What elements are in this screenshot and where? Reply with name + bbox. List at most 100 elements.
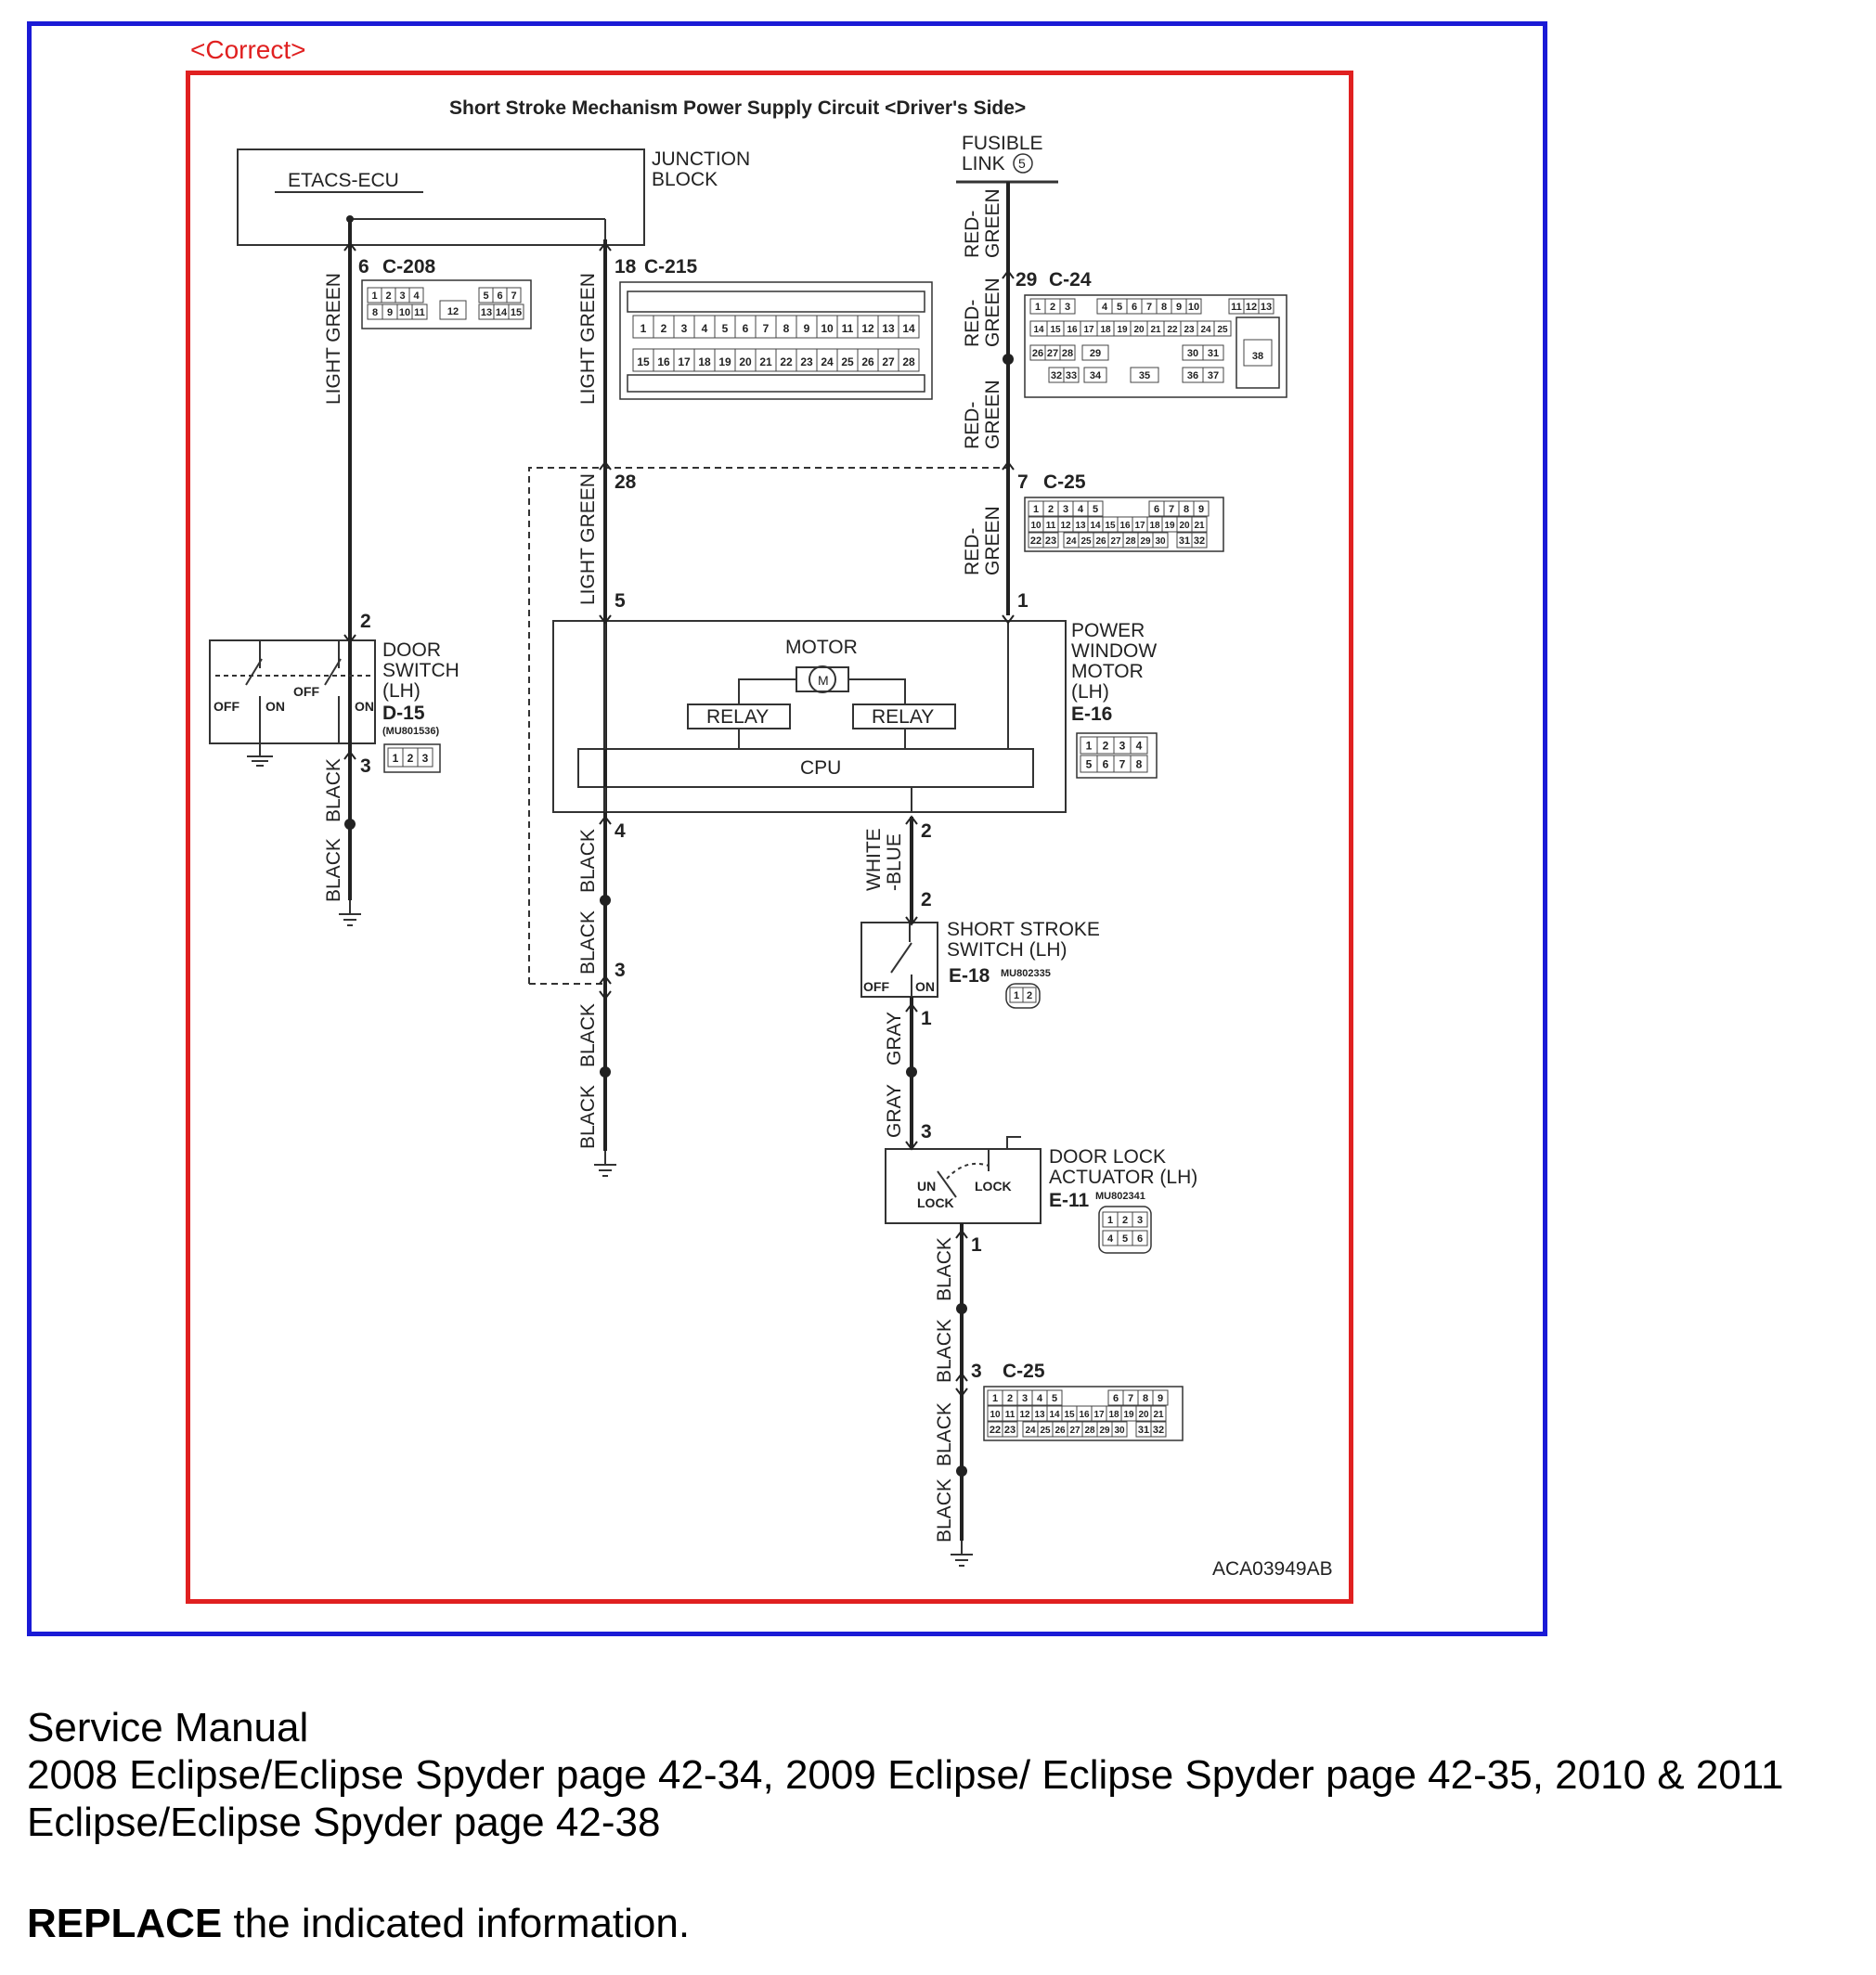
c25-bottom-pin-number: 2: [1007, 1393, 1013, 1404]
e16-pin-number: 7: [1119, 758, 1126, 771]
c25-bottom-pin-number: 24: [1025, 1426, 1036, 1436]
c24-pin-number: 16: [1067, 325, 1078, 335]
c25-bottom-pin-number: 4: [1037, 1393, 1043, 1404]
c25-bottom-cell: [1150, 1405, 1167, 1422]
c25-bottom-pin-number: 31: [1138, 1425, 1149, 1436]
correct-red-frame: [186, 71, 1353, 1604]
connector-c25-top-face: [1024, 497, 1224, 552]
c208-cell: [508, 303, 524, 320]
c25-bottom-pin-number: 17: [1093, 1410, 1105, 1420]
c25-bottom-pin-number: 20: [1138, 1410, 1149, 1420]
c208-cell: [439, 300, 467, 320]
e11-cell: [1132, 1211, 1148, 1228]
c24-pin-number: 38: [1252, 351, 1263, 362]
c25-bottom-cell: [1002, 1421, 1018, 1438]
c25-bottom-cell: [1111, 1421, 1128, 1438]
outer-blue-frame: [27, 21, 1547, 1636]
wire-light-green-1: LIGHT GREEN: [323, 273, 344, 405]
power-window-motor-label-3: MOTOR: [1071, 661, 1144, 682]
e11-cell: [1132, 1230, 1148, 1246]
c25-top-pin-number: 28: [1125, 536, 1136, 547]
c24-pin-number: 11: [1231, 302, 1242, 313]
wire-red-green-2a: RED-: [962, 300, 983, 347]
c25-bottom-name: C-25: [1003, 1361, 1045, 1382]
c215-pin-number: 10: [821, 322, 834, 335]
c25-top-cell: [1152, 532, 1169, 549]
correct-label: <Correct>: [190, 35, 306, 64]
c24-pin-number: 33: [1066, 370, 1077, 381]
c24-pin-number: 4: [1102, 302, 1108, 313]
c24-pin-number: 25: [1217, 325, 1228, 335]
c215-pin-number: 20: [739, 355, 752, 368]
wire-light-green-3: LIGHT GREEN: [577, 473, 599, 605]
c24-name: C-24: [1049, 269, 1092, 290]
short-stroke-switch-label-1: SHORT STROKE: [947, 919, 1100, 940]
fusible-link-label-2: LINK: [962, 153, 1005, 174]
connector-c25-bottom-face: [983, 1386, 1184, 1441]
connector-c208-face: [361, 279, 532, 329]
c215-pin-number: 13: [882, 322, 895, 335]
c25-bottom-pin-number: 3: [1022, 1393, 1028, 1404]
c24-cell: [1258, 298, 1274, 315]
d15-pin-number: 1: [393, 752, 399, 765]
wire-black-6: BLACK: [577, 1085, 599, 1149]
c24-pin-number: 2: [1050, 302, 1055, 313]
lock-un: UN: [917, 1179, 936, 1194]
motor-symbol-letter: M: [818, 673, 829, 688]
c24-cell: [1202, 344, 1224, 361]
c25-bottom-pin-number: 6: [1113, 1393, 1119, 1404]
c208-pin-number: 3: [399, 290, 405, 302]
connector-e11-face: [1098, 1206, 1152, 1254]
pin-2-ss: 2: [921, 889, 932, 910]
c215-pin-number: 19: [718, 355, 731, 368]
figure-code: ACA03949AB: [1212, 1558, 1333, 1580]
door-switch-label-2: SWITCH: [382, 660, 459, 681]
c25-bottom-pin: 3: [971, 1361, 982, 1382]
c24-pin-number: 29: [1090, 348, 1101, 359]
ss-switch-off: OFF: [863, 979, 889, 994]
c24-pin-number: 26: [1032, 348, 1043, 359]
power-window-motor-label-2: WINDOW: [1071, 640, 1157, 662]
power-window-motor-id: E-16: [1071, 704, 1112, 725]
c208-pin-number: 11: [414, 307, 425, 318]
c24-pin-number: 8: [1161, 302, 1167, 313]
e11-pin-number: 3: [1137, 1215, 1143, 1226]
e16-pin-number: 1: [1086, 740, 1093, 753]
pin-1-motor: 1: [1017, 590, 1029, 612]
e16-pin-number: 3: [1119, 740, 1126, 753]
c25-bottom-pin-number: 11: [1005, 1410, 1016, 1420]
c215-pin-number: 3: [681, 322, 688, 335]
c208-cell: [506, 287, 522, 303]
e16-pin-number: 8: [1136, 758, 1143, 771]
c25-top-pin-number: 23: [1045, 536, 1056, 547]
c25-top-pin-number: 19: [1164, 521, 1175, 531]
wire-black-3: BLACK: [577, 829, 599, 893]
c24-pin-number: 6: [1132, 302, 1137, 313]
c215-pin-number: 1: [640, 322, 647, 335]
e11-pin-number: 5: [1122, 1233, 1128, 1245]
c25-top-pin-number: 7: [1169, 504, 1174, 515]
wire-black-10: BLACK: [934, 1478, 955, 1543]
pin-5: 5: [615, 590, 626, 612]
c24-pin-number: 9: [1176, 302, 1182, 313]
c208-pin-number: 7: [511, 290, 516, 302]
c25-top-pin-number: 6: [1154, 504, 1159, 515]
wire-gray-2: GRAY: [884, 1084, 905, 1138]
c208-cell: [408, 287, 424, 303]
c24-pin-number: 1: [1035, 302, 1041, 313]
c25-top-pin-number: 1: [1033, 504, 1039, 515]
junction-block-label-1: JUNCTION: [652, 148, 750, 170]
c24-pin-number: 5: [1117, 302, 1122, 313]
instruction-bold: REPLACE: [27, 1901, 223, 1946]
cpu-box: [577, 748, 1034, 788]
c25-top-pin: 7: [1017, 471, 1029, 493]
door-switch-label-3: (LH): [382, 680, 420, 702]
c25-top-pin-number: 11: [1046, 521, 1056, 531]
e16-pin-number: 5: [1086, 758, 1093, 771]
door-switch-on-right: ON: [355, 699, 374, 714]
c25-top-pin-number: 10: [1030, 521, 1042, 531]
diagram-title: Short Stroke Mechanism Power Supply Circ…: [449, 97, 1026, 119]
wire-black-4: BLACK: [577, 910, 599, 975]
door-switch-label-1: DOOR: [382, 639, 441, 661]
c25-top-pin-number: 25: [1080, 536, 1092, 547]
